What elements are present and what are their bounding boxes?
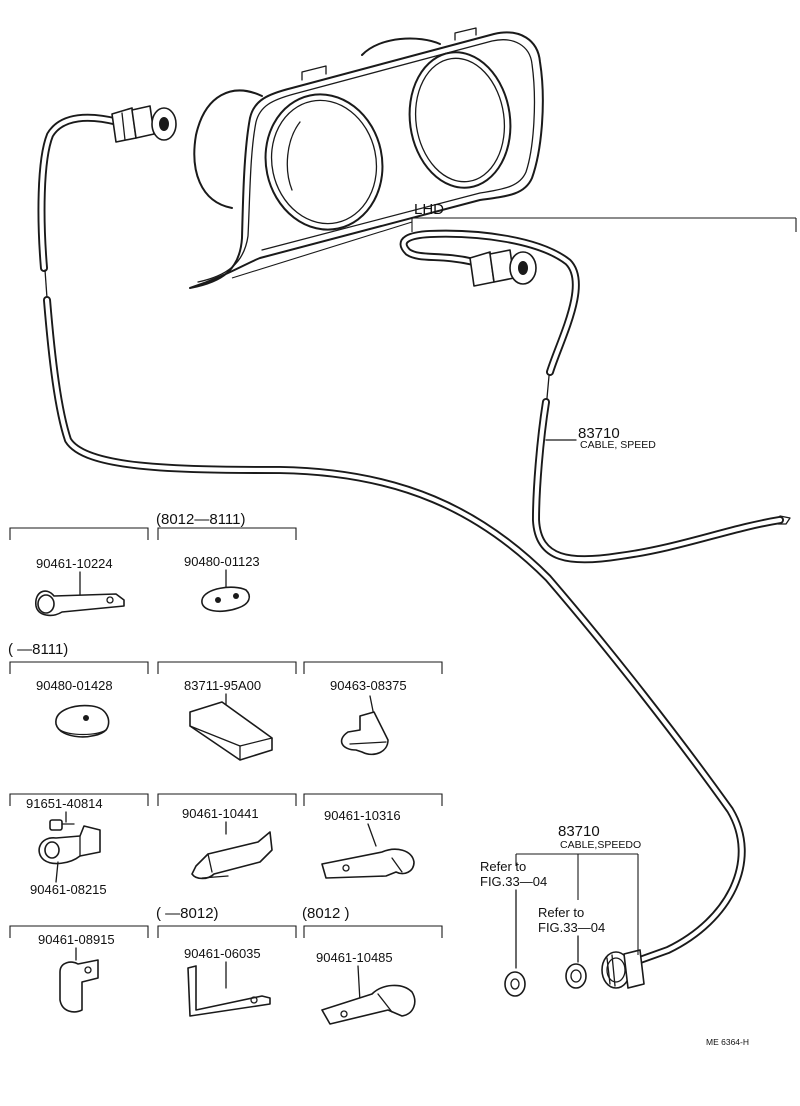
group-date-bottom-b: (8012 ) xyxy=(302,905,350,922)
bracket-90461-06035 xyxy=(187,961,271,1017)
refer-2-line1: Refer to xyxy=(538,905,584,920)
part-number-90461-08215: 90461-08215 xyxy=(30,882,107,897)
part-number-90480-01123: 90480-01123 xyxy=(184,554,260,569)
lhd-label: LHD xyxy=(414,201,444,218)
part-number-90480-01428: 90480-01428 xyxy=(36,678,113,693)
group-brackets xyxy=(9,527,443,938)
part-number-90461-10224: 90461-10224 xyxy=(36,556,113,571)
clamp-90461-10441 xyxy=(191,821,273,880)
group-date-mid: ( —8111) xyxy=(8,641,68,658)
clamp-90461-10316 xyxy=(321,823,415,879)
clamp-bolt-91651-40814 xyxy=(38,811,101,883)
grommet-90480-01428 xyxy=(55,704,110,738)
part-number-90463-08375: 90463-08375 xyxy=(330,678,407,693)
refer-2-line2: FIG.33—04 xyxy=(538,920,605,935)
lhd-bracket xyxy=(231,217,797,279)
lhd-cable-connector xyxy=(469,249,537,287)
refer-1-line1: Refer to xyxy=(480,859,526,874)
instrument-cluster-housing xyxy=(189,27,544,289)
cable-speedo-leaders xyxy=(515,853,639,969)
part-number-91651-40814: 91651-40814 xyxy=(26,796,103,811)
refer-1-line2: FIG.33—04 xyxy=(480,874,547,889)
grommet-90480-01123 xyxy=(201,569,251,613)
group-date-top: (8012—8111) xyxy=(156,511,246,528)
lhd-speed-cable xyxy=(399,229,791,564)
cable-bottom-connector xyxy=(601,949,645,989)
cable-top-connector xyxy=(111,105,177,143)
part-number-90461-10485: 90461-10485 xyxy=(316,950,393,965)
part-number-90461-06035: 90461-06035 xyxy=(184,946,261,961)
cable-speedo-number: 83710 xyxy=(558,823,600,840)
clamp-90461-10485 xyxy=(321,965,416,1025)
group-date-bottom-a: ( —8012) xyxy=(156,905,219,922)
washer-1 xyxy=(504,971,526,997)
washer-2 xyxy=(565,963,587,989)
spring-clip-90463-08375 xyxy=(340,695,389,756)
cable-speed-number: 83710 xyxy=(578,425,620,442)
part-number-90461-10441: 90461-10441 xyxy=(182,806,259,821)
part-number-90461-08915: 90461-08915 xyxy=(38,932,115,947)
clamp-90461-10224 xyxy=(35,571,125,617)
cable-speedo-name: CABLE,SPEEDO xyxy=(560,839,641,851)
channel-83711-95A00 xyxy=(189,693,273,761)
reference-code: ME 6364-H xyxy=(706,1037,749,1047)
part-number-90461-10316: 90461-10316 xyxy=(324,808,401,823)
clamp-90461-08915 xyxy=(59,947,99,1013)
cable-speed-name: CABLE, SPEED xyxy=(580,439,656,451)
main-speedometer-cable xyxy=(37,113,746,964)
part-number-83711-95A00: 83711-95A00 xyxy=(184,678,261,693)
